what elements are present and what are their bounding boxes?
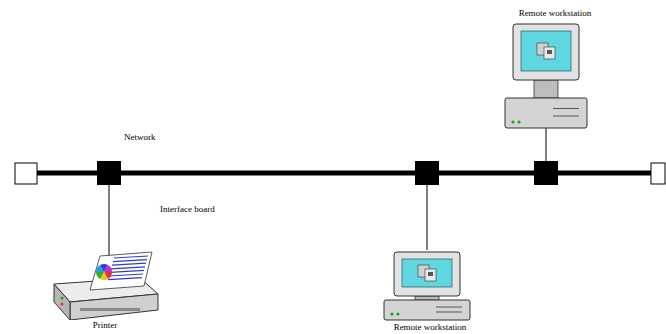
workstation-node: Remote workstation [368,250,492,334]
device-caption: Remote workstation [368,322,492,333]
diagram-label: Network [123,132,157,143]
workstation-icon [495,22,615,130]
printer-node: Printer [38,250,172,334]
network-tap [97,161,121,185]
terminator [15,163,37,184]
network-tap [415,161,439,185]
printer-icon [40,250,170,320]
drop-cable [427,185,428,250]
diagram-label: Interface board [159,204,216,215]
terminator [651,163,665,184]
network-tap [534,161,558,185]
network-bus [37,171,652,176]
workstation-icon [370,250,490,322]
drop-cable [109,185,110,262]
workstation-node: Remote workstation [493,8,617,130]
device-caption: Remote workstation [493,8,617,19]
drop-cable [546,128,547,161]
device-caption: Printer [38,320,172,331]
